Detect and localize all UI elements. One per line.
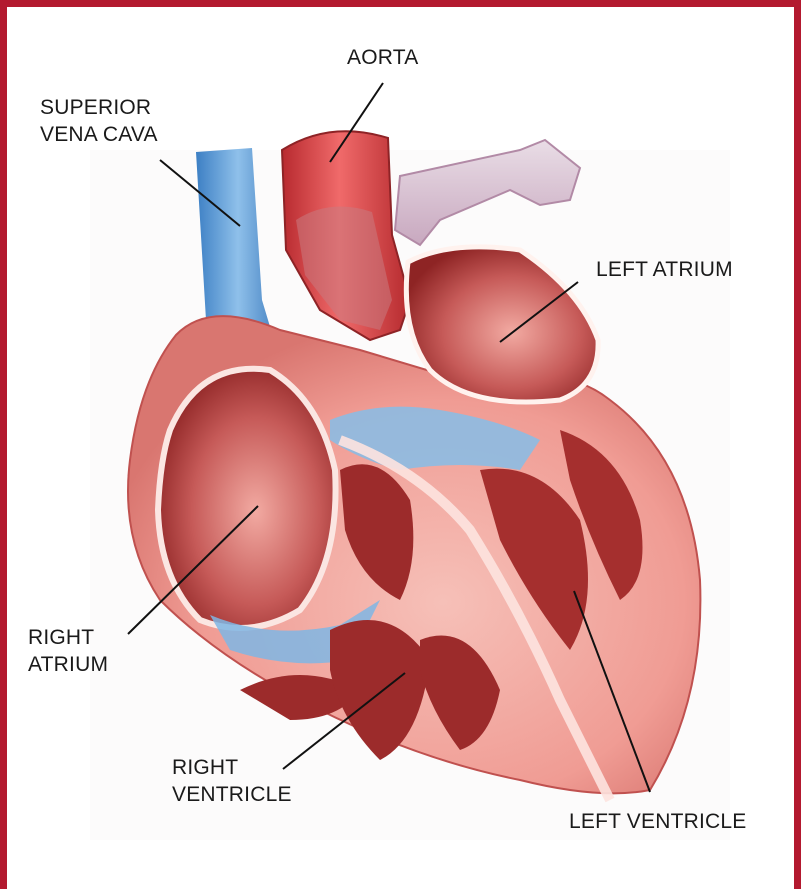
label-left-ventricle: LEFT VENTRICLE <box>569 808 746 835</box>
label-right-atrium: RIGHT ATRIUM <box>28 624 108 678</box>
label-aorta: AORTA <box>347 44 418 71</box>
label-left-atrium: LEFT ATRIUM <box>596 256 733 283</box>
right-atrium-chamber <box>158 369 336 628</box>
label-right-ventricle: RIGHT VENTRICLE <box>172 754 292 808</box>
label-superior-vena-cava: SUPERIOR VENA CAVA <box>40 94 158 148</box>
